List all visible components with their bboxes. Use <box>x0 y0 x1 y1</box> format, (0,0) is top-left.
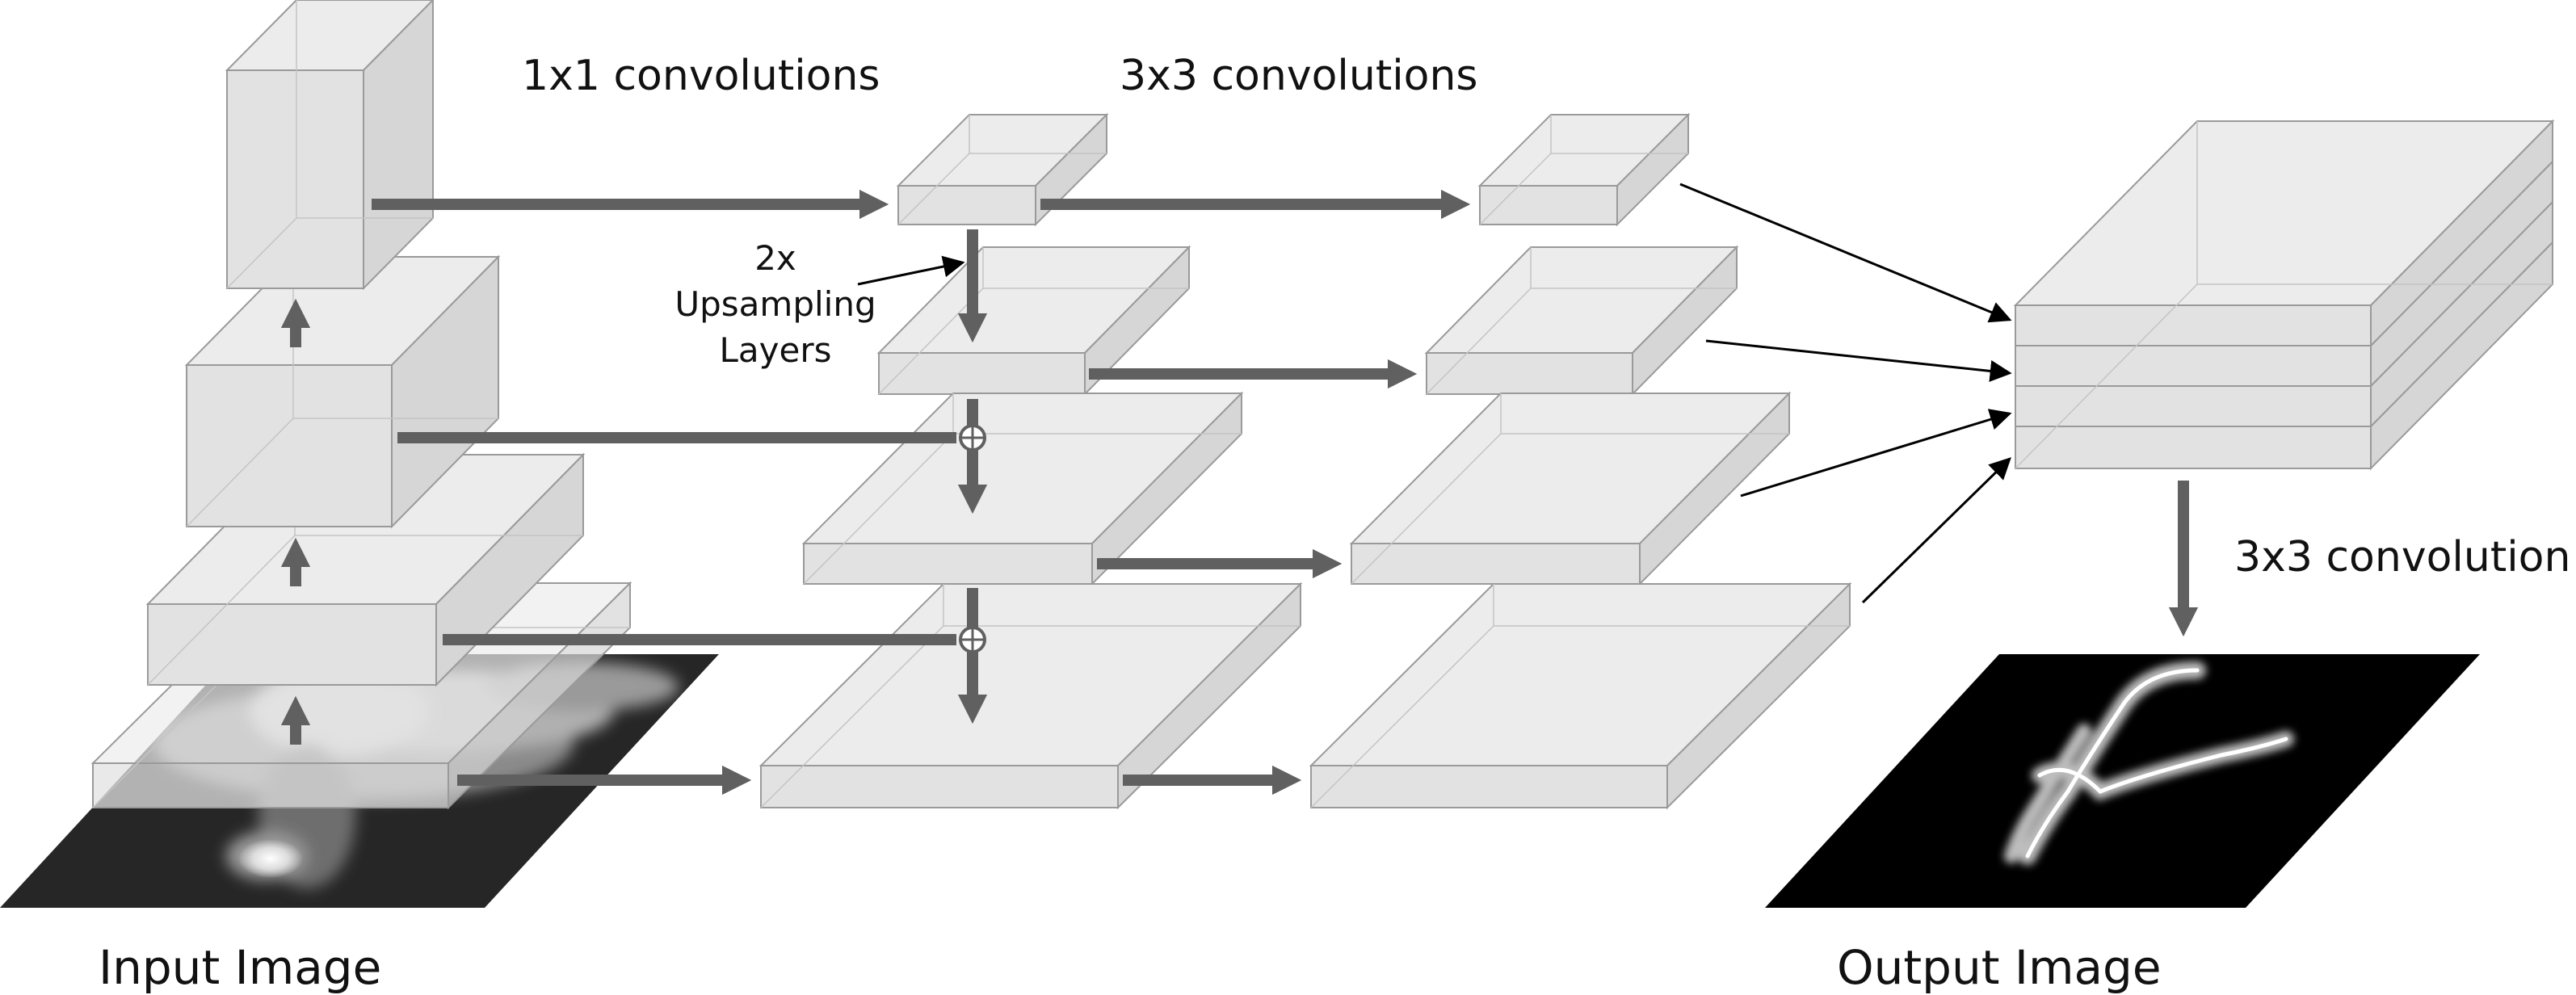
output-conv-label: 3x3 convolution <box>2234 533 2571 581</box>
bottom-up-level-4 <box>225 0 435 291</box>
top-down-level-4 <box>896 112 1109 227</box>
smoothed-level-4 <box>1477 112 1691 227</box>
upsampling-label-line-2: Upsampling <box>674 284 876 324</box>
top-down-level-3 <box>876 245 1191 397</box>
upsampling-label-line-1: 2x <box>754 238 796 278</box>
smoothed-level-2 <box>1349 391 1792 586</box>
input-image-label: Input Image <box>99 940 382 995</box>
upsampling-label-line-3: Layers <box>719 330 832 370</box>
top-down-level-2 <box>801 391 1244 586</box>
conv1x1-label: 1x1 convolutions <box>522 52 880 100</box>
concatenated-feature-stack <box>2013 119 2555 471</box>
smoothed-level-1 <box>1309 581 1852 810</box>
upsampling-label: 2x Upsampling Layers <box>654 235 897 373</box>
upsampling-label-pointer <box>857 255 965 286</box>
merge-add-nodes <box>959 424 986 653</box>
output-image-label: Output Image <box>1837 940 2162 995</box>
bottom-up-level-3 <box>184 254 501 529</box>
concat-arrows <box>1679 183 2012 604</box>
conv3x3-arrows <box>1040 189 1471 796</box>
circle-plus-icon <box>959 626 986 653</box>
bottom-up-level-2 <box>145 452 586 687</box>
top-down-level-1 <box>759 581 1303 810</box>
lateral-1x1-connections <box>372 189 956 796</box>
circle-plus-icon <box>959 424 986 451</box>
conv3x3-label: 3x3 convolutions <box>1120 52 1478 100</box>
smoothed-level-3 <box>1424 245 1739 397</box>
output-image <box>1765 654 2480 908</box>
